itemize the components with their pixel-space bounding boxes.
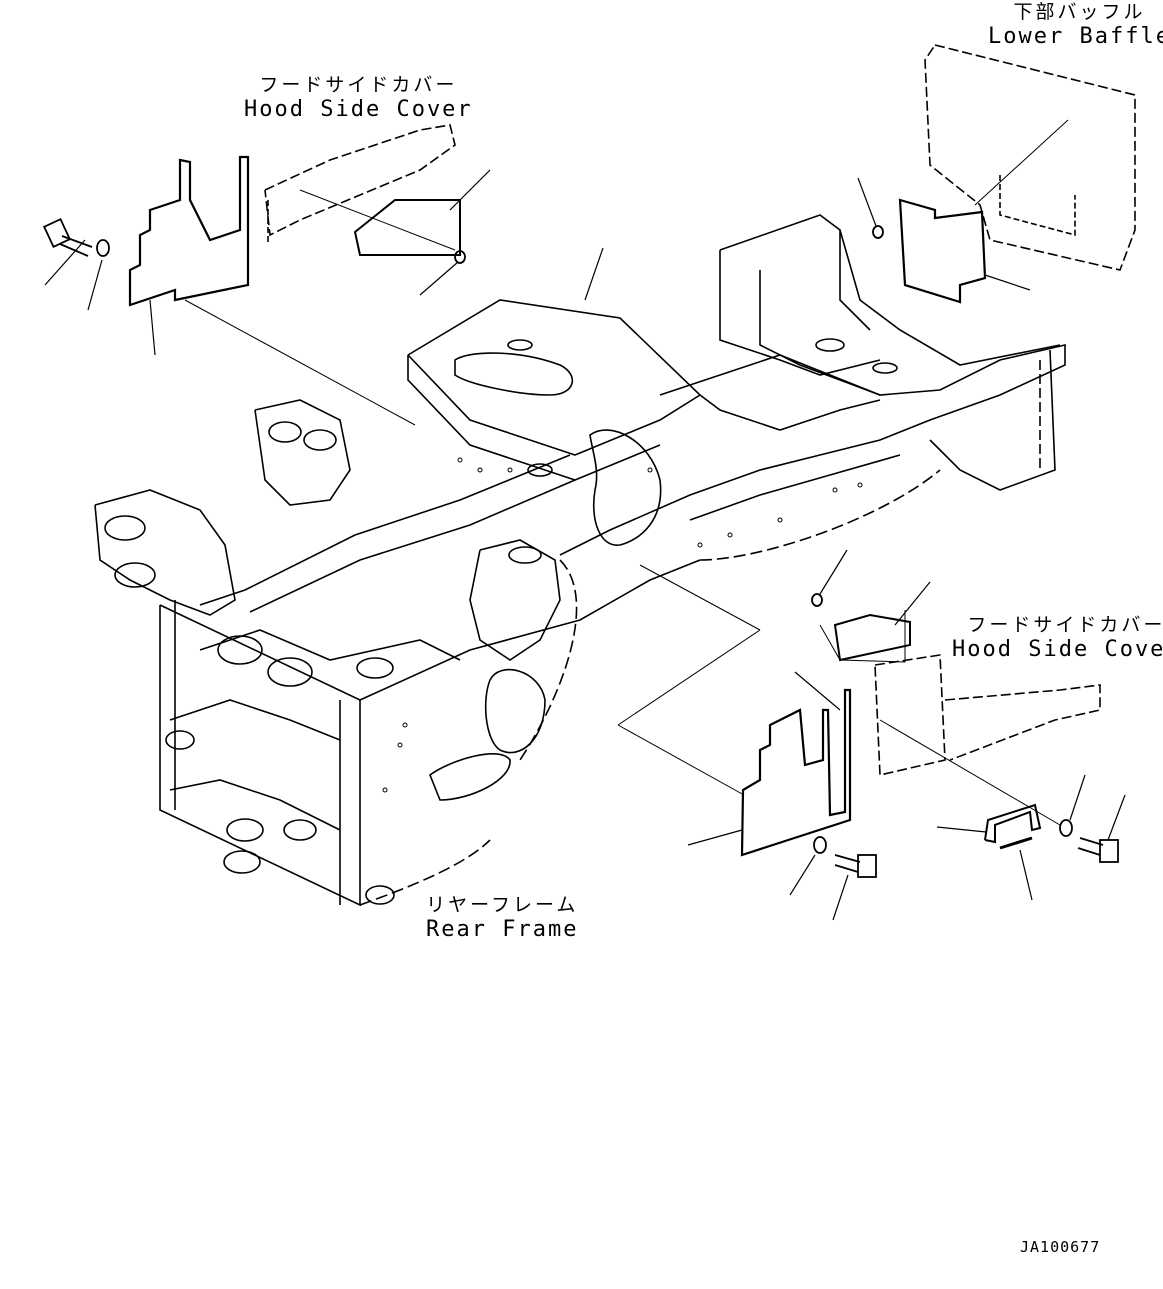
label-lower-baffle: 下部バッフル Lower Baffle — [988, 1, 1163, 49]
bolt-right-a — [834, 854, 877, 878]
side-brace-left — [353, 199, 461, 256]
label-hood-side-cover-left-en: Hood Side Cover — [244, 96, 473, 122]
washer-right-a — [813, 836, 827, 854]
label-hood-side-cover-right-jp: フードサイドカバー — [967, 614, 1163, 636]
washer-left — [96, 239, 110, 257]
label-rear-frame-en: Rear Frame — [426, 916, 579, 942]
hood-side-cover-plate-left — [128, 155, 250, 307]
o-ring-right — [811, 593, 823, 607]
rear-frame — [94, 214, 1066, 907]
washer-right-b — [1059, 819, 1073, 837]
hood-side-cover-left-assembly — [42, 124, 491, 426]
lower-baffle-assembly — [857, 44, 1136, 304]
label-hood-side-cover-left-jp: フードサイドカバー — [259, 74, 458, 96]
o-ring-left — [454, 250, 466, 264]
hood-side-cover-plate-right — [740, 688, 852, 857]
clip-bracket — [984, 803, 1042, 844]
label-hood-side-cover-right: フードサイドカバー Hood Side Cover — [952, 614, 1163, 662]
label-hood-side-cover-left: フードサイドカバー Hood Side Cover — [244, 74, 473, 122]
label-lower-baffle-en: Lower Baffle — [988, 23, 1163, 49]
hood-side-cover-right-assembly — [617, 549, 1126, 921]
bolt-right-b — [1077, 837, 1119, 863]
side-brace-right — [833, 613, 911, 662]
rear-frame-leader — [584, 247, 604, 301]
lower-baffle-plate — [898, 198, 987, 304]
drawing-code: JA100677 — [1020, 1238, 1101, 1256]
label-lower-baffle-jp: 下部バッフル — [1013, 1, 1146, 23]
label-rear-frame: リヤーフレーム Rear Frame — [426, 894, 579, 942]
label-hood-side-cover-right-en: Hood Side Cover — [952, 636, 1163, 662]
bolt-left — [42, 218, 93, 257]
label-rear-frame-jp: リヤーフレーム — [426, 894, 579, 916]
o-ring-baffle — [872, 225, 884, 239]
